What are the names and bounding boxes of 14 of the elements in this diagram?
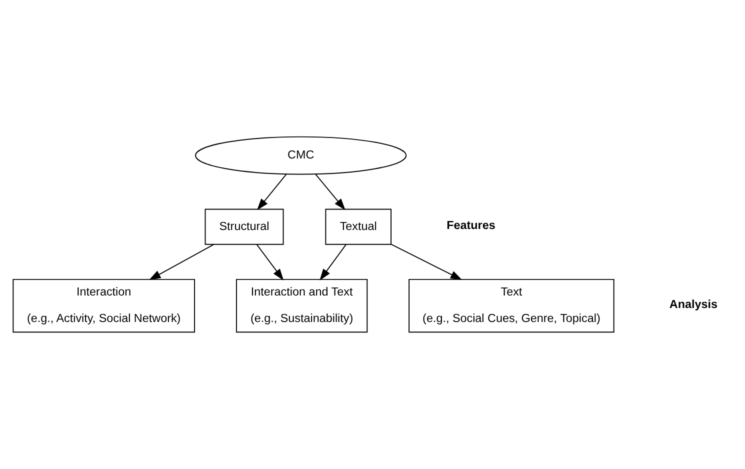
arrow — [256, 244, 284, 280]
node-box: Text (e.g., Social Cues, Genre, Topical) — [408, 278, 614, 333]
label: Features — [446, 218, 496, 232]
node-ellipse: CMC — [195, 136, 407, 175]
arrow — [149, 244, 214, 280]
arrow — [314, 174, 346, 210]
node-box: Interaction (e.g., Activity, Social Network) — [12, 278, 196, 333]
node-box: Structural — [204, 208, 284, 245]
label: Analysis — [669, 298, 718, 311]
arrow — [390, 244, 462, 280]
arrow — [320, 244, 347, 280]
node-box: Textual — [325, 208, 392, 245]
node-box: Interaction and Text (e.g., Sustainability) — [236, 278, 368, 333]
arrow — [257, 174, 288, 210]
